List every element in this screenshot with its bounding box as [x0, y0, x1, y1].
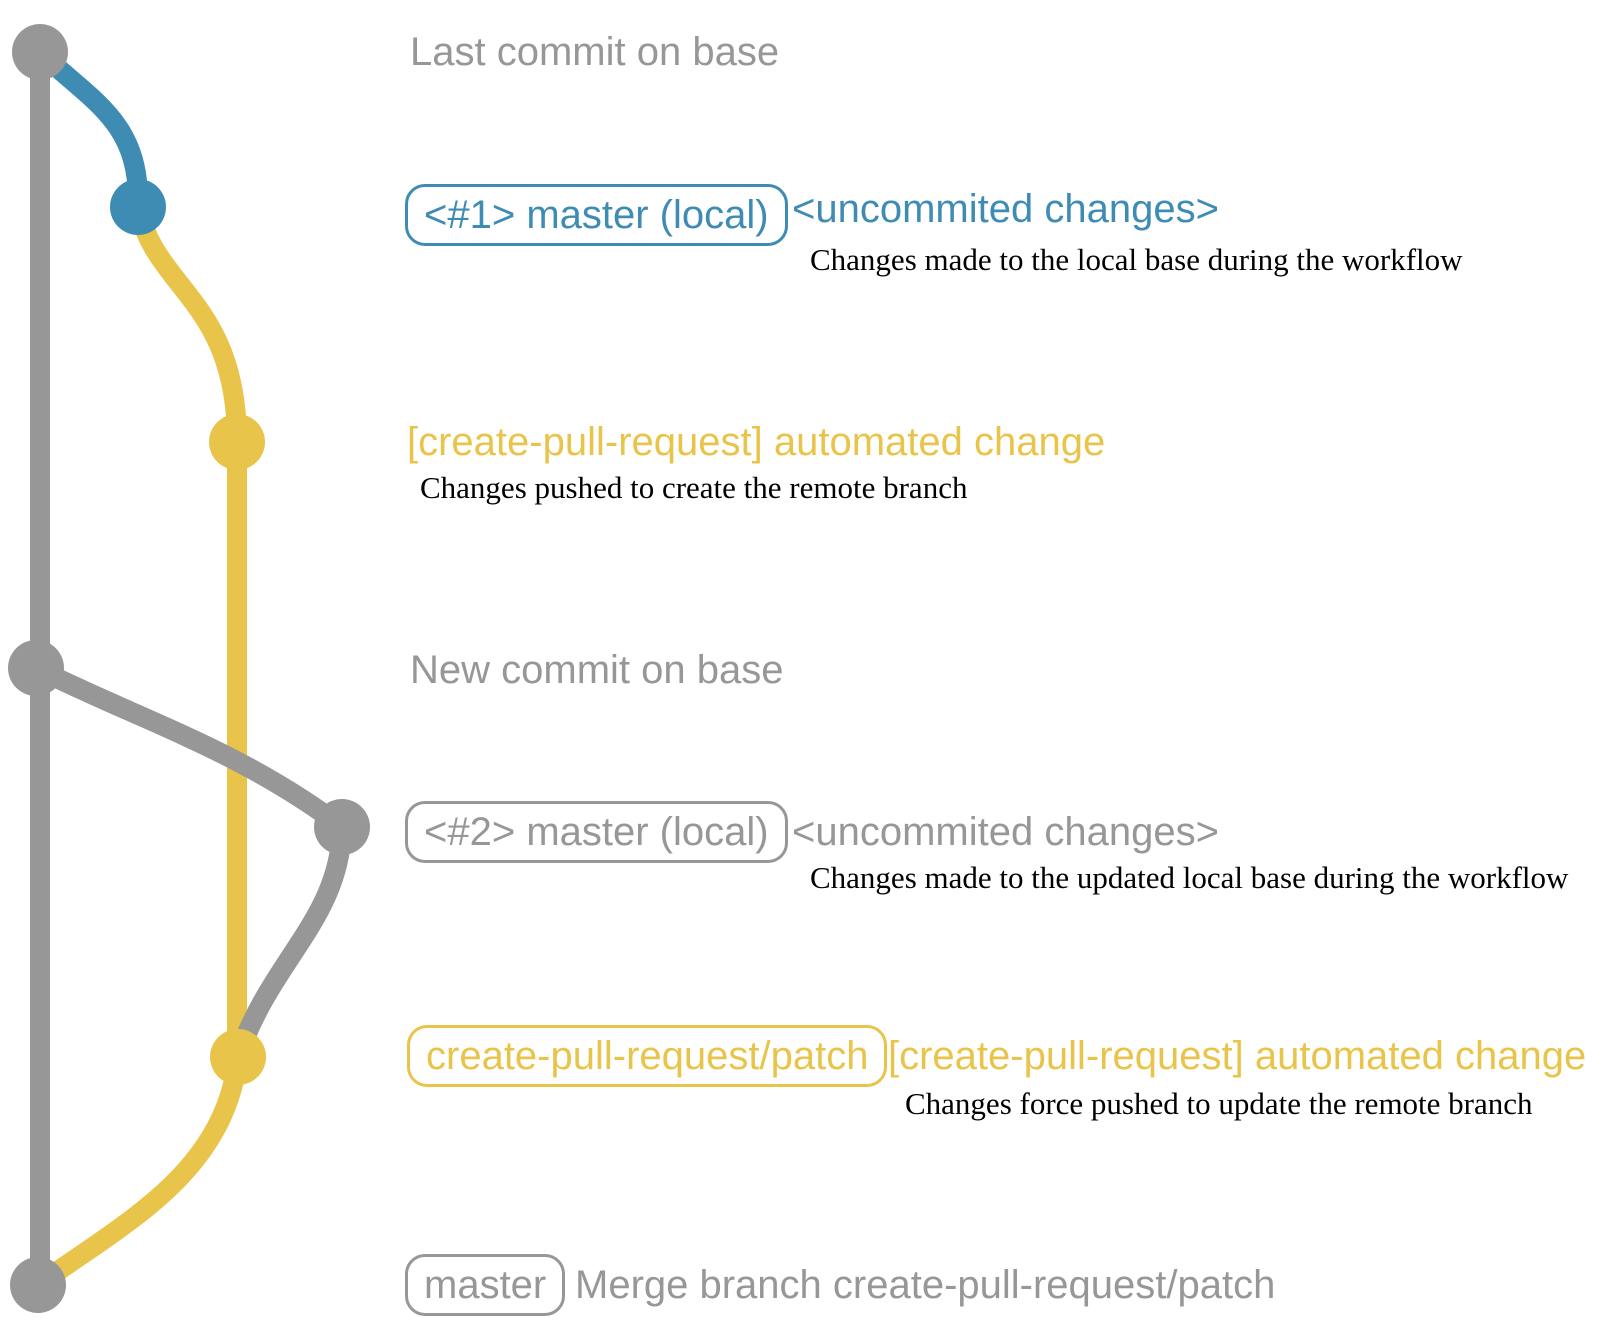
commit-message-last-base: Last commit on base — [410, 30, 780, 74]
commit-message-uncommited-1: <uncommited changes> — [792, 187, 1219, 231]
commit-message-automated-1: [create-pull-request] automated change — [407, 420, 1106, 464]
ref-badge-patch-branch: create-pull-request/patch — [407, 1025, 888, 1087]
branch-line-force-push — [228, 817, 352, 1067]
annotation-automated-1: Changes pushed to create the remote bran… — [420, 470, 968, 505]
commit-dot-patch-2 — [210, 1029, 266, 1085]
commit-dot-local-2 — [314, 799, 370, 855]
annotation-uncommited-2: Changes made to the updated local base d… — [810, 860, 1569, 895]
commit-dot-new-base — [8, 640, 64, 696]
ref-badge-master-local-2: <#2> master (local) — [405, 801, 788, 863]
commit-message-merge: Merge branch create-pull-request/patch — [575, 1263, 1276, 1307]
commit-dot-local-1 — [110, 179, 166, 235]
commit-message-automated-2: [create-pull-request] automated change — [888, 1034, 1587, 1078]
branch-line-merge — [35, 1047, 248, 1290]
annotation-automated-2: Changes force pushed to update the remot… — [905, 1086, 1533, 1121]
commit-dot-last-base — [12, 24, 68, 80]
commit-message-new-base: New commit on base — [410, 648, 784, 692]
ref-badge-master: master — [405, 1254, 566, 1316]
commit-graph — [8, 24, 370, 1313]
commit-dot-merge — [10, 1257, 66, 1313]
branch-line-local-master-2 — [26, 658, 352, 837]
commit-dot-patch-1 — [209, 414, 265, 470]
annotation-uncommited-1: Changes made to the local base during th… — [810, 242, 1463, 277]
ref-badge-master-local-1: <#1> master (local) — [405, 184, 788, 246]
branch-line-patch — [128, 197, 247, 1067]
commit-message-uncommited-2: <uncommited changes> — [792, 810, 1219, 854]
